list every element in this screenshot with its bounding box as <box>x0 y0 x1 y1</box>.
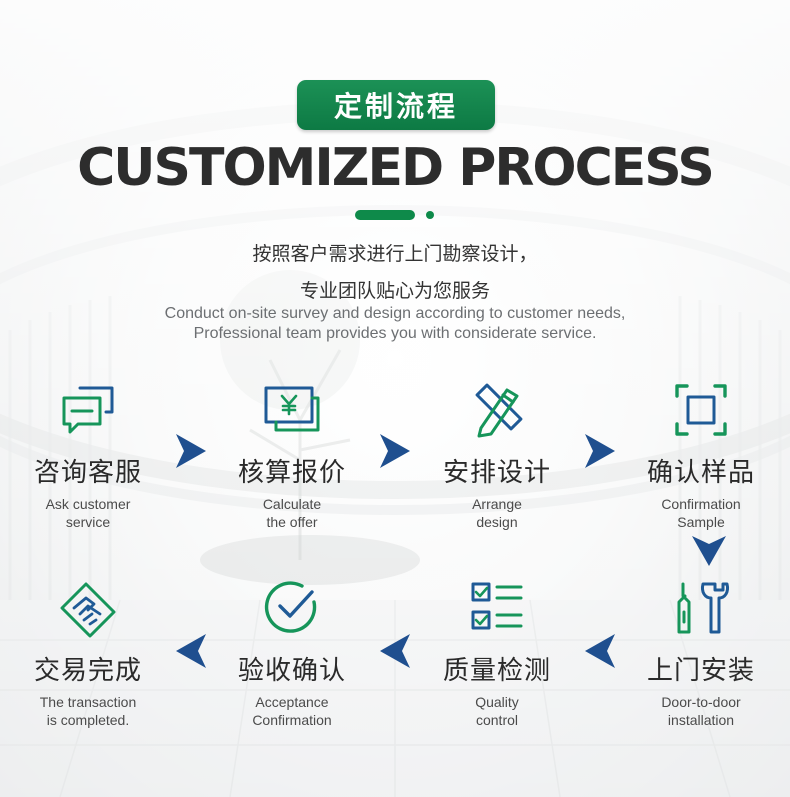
arrow-right-icon <box>378 432 412 470</box>
subtitle-en-line-1: Conduct on-site survey and design accord… <box>0 305 790 323</box>
arrow-right-icon <box>583 432 617 470</box>
tools-icon <box>671 578 731 638</box>
step-confirmation-sample: 确认样品 Confirmation Sample <box>616 380 786 531</box>
step-calculate-offer: 核算报价 Calculate the offer <box>207 380 377 531</box>
arrow-down-icon <box>690 534 728 568</box>
step-acceptance-confirmation: 验收确认 Acceptance Confirmation <box>207 578 377 729</box>
step-door-to-door-installation: 上门安装 Door-to-door installation <box>616 578 786 729</box>
page-title: CUSTOMIZED PROCESS <box>0 138 790 198</box>
arrow-left-icon <box>378 632 412 670</box>
process-badge: 定制流程 <box>297 80 495 130</box>
yen-banknote-icon <box>262 380 322 440</box>
scan-frame-icon <box>671 380 731 440</box>
subtitle-cn-line-2: 专业团队贴心为您服务 <box>0 276 790 303</box>
step-transaction-completed: 交易完成 The transaction is completed. <box>3 578 173 729</box>
check-circle-icon <box>262 578 322 638</box>
pencil-ruler-icon <box>467 380 527 440</box>
chat-bubbles-icon <box>58 380 118 440</box>
handshake-icon <box>58 578 118 638</box>
subtitle-cn-line-1: 按照客户需求进行上门勘察设计， <box>0 239 790 266</box>
subtitle-en-line-2: Professional team provides you with cons… <box>0 325 790 343</box>
step-arrange-design: 安排设计 Arrange design <box>412 380 582 531</box>
arrow-left-icon <box>583 632 617 670</box>
arrow-right-icon <box>174 432 208 470</box>
checklist-icon <box>467 578 527 638</box>
step-quality-control: 质量检测 Quality control <box>412 578 582 729</box>
arrow-left-icon <box>174 632 208 670</box>
step-ask-customer-service: 咨询客服 Ask customer service <box>3 380 173 531</box>
